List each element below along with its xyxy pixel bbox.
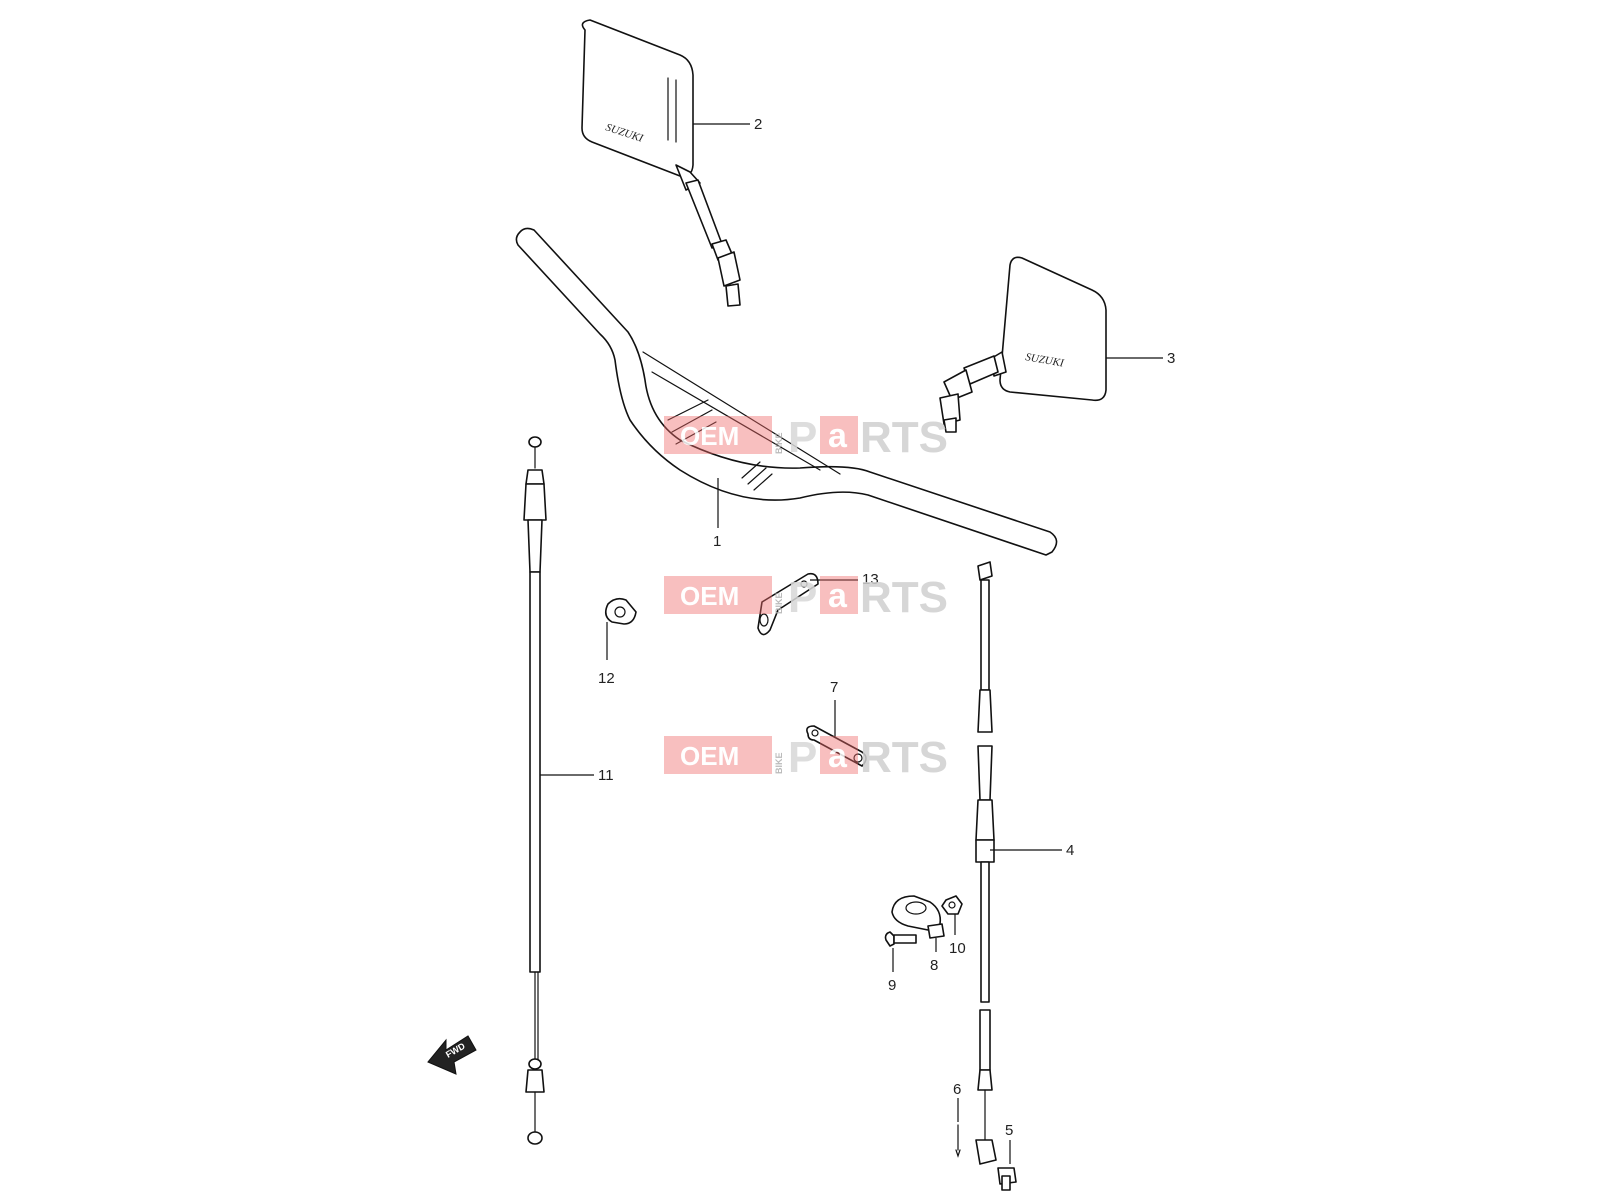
svg-text:a: a bbox=[828, 577, 848, 615]
svg-text:P: P bbox=[788, 733, 817, 782]
callout-5[interactable]: 5 bbox=[1005, 1122, 1013, 1139]
svg-text:RTS: RTS bbox=[860, 413, 948, 462]
svg-text:a: a bbox=[828, 417, 848, 455]
svg-text:RTS: RTS bbox=[860, 573, 948, 622]
callout-3[interactable]: 3 bbox=[1167, 350, 1175, 367]
clutch-cable[interactable] bbox=[523, 436, 547, 1145]
svg-text:BIKE: BIKE bbox=[774, 752, 784, 774]
screw-9[interactable] bbox=[884, 931, 917, 947]
watermark-2: OEM BIKE P a RTS bbox=[664, 573, 948, 622]
right-mirror[interactable]: SUZUKI bbox=[939, 256, 1107, 433]
svg-text:OEM: OEM bbox=[680, 421, 739, 451]
callout-8[interactable]: 8 bbox=[930, 957, 938, 974]
svg-text:OEM: OEM bbox=[680, 741, 739, 771]
pin-6[interactable] bbox=[955, 1124, 961, 1158]
holder-7[interactable] bbox=[806, 725, 867, 767]
cable-clamp-12[interactable] bbox=[604, 597, 637, 625]
svg-text:RTS: RTS bbox=[860, 733, 948, 782]
svg-text:BIKE: BIKE bbox=[774, 592, 784, 614]
callout-6[interactable]: 6 bbox=[953, 1081, 961, 1098]
handlebar[interactable] bbox=[515, 227, 1058, 556]
svg-text:BIKE: BIKE bbox=[774, 432, 784, 454]
watermark-1: OEM BIKE P a RTS bbox=[664, 413, 948, 462]
bolt-5[interactable] bbox=[997, 1167, 1017, 1191]
callout-1[interactable]: 1 bbox=[713, 533, 721, 550]
callout-4[interactable]: 4 bbox=[1066, 842, 1074, 859]
callout-9[interactable]: 9 bbox=[888, 977, 896, 994]
svg-text:OEM: OEM bbox=[680, 581, 739, 611]
clamp-8[interactable] bbox=[891, 895, 945, 939]
svg-text:a: a bbox=[828, 737, 848, 775]
nut-10[interactable] bbox=[941, 895, 963, 915]
callout-10[interactable]: 10 bbox=[949, 940, 966, 957]
svg-text:P: P bbox=[788, 573, 817, 622]
callout-13[interactable]: 13 bbox=[862, 571, 879, 588]
watermark-3: OEM BIKE P a RTS bbox=[664, 733, 948, 782]
bracket-13[interactable] bbox=[757, 572, 819, 636]
callout-7[interactable]: 7 bbox=[830, 679, 838, 696]
callout-2[interactable]: 2 bbox=[754, 116, 762, 133]
callout-12[interactable]: 12 bbox=[598, 670, 615, 687]
left-mirror[interactable]: SUZUKI bbox=[581, 19, 741, 307]
callout-11[interactable]: 11 bbox=[598, 767, 614, 784]
cable-4[interactable] bbox=[975, 561, 997, 1165]
fwd-arrow-icon: FWD bbox=[427, 1035, 477, 1075]
svg-text:P: P bbox=[788, 413, 817, 462]
